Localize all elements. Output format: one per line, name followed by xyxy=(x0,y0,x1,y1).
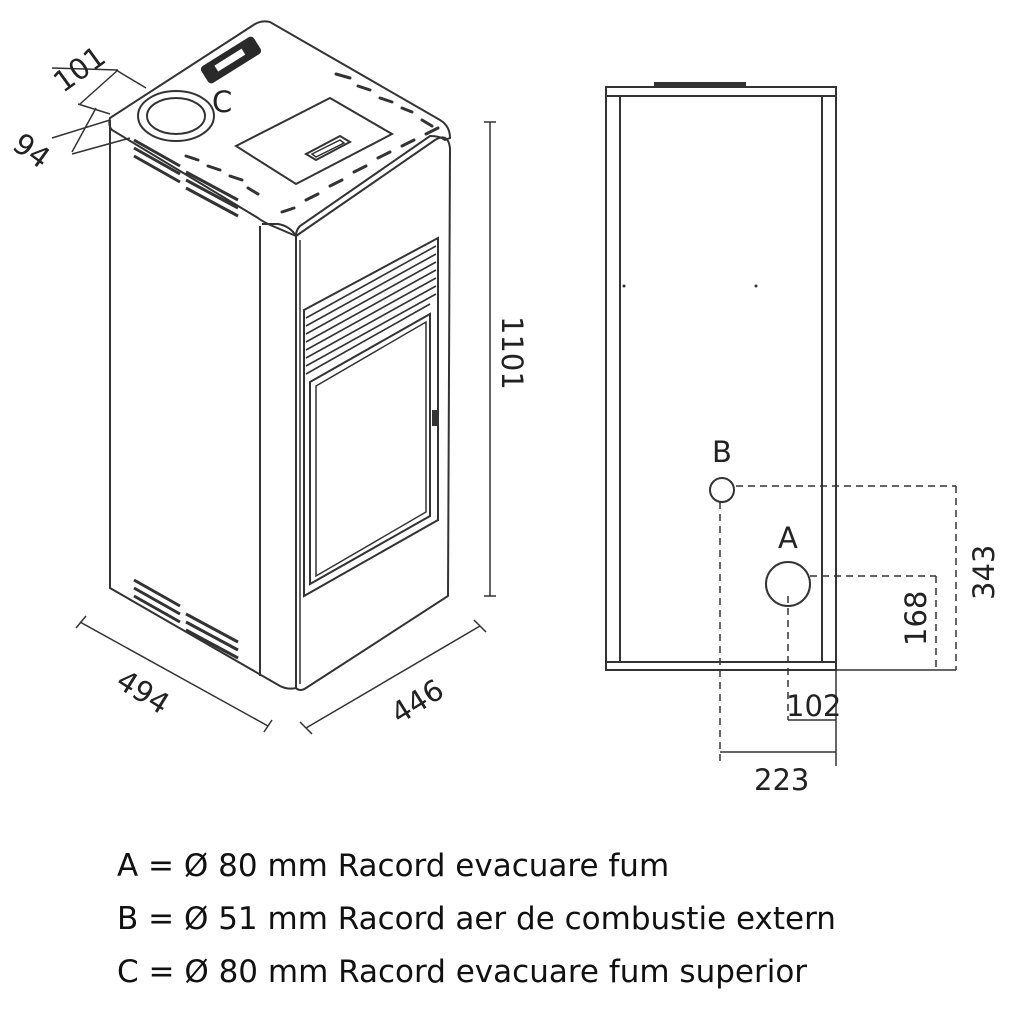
side-grille-top xyxy=(133,138,239,218)
dim-101-label: 101 xyxy=(47,39,112,99)
rear-dot-2 xyxy=(754,284,758,288)
door-louvres xyxy=(305,245,437,375)
rear-top-cap xyxy=(654,82,746,87)
dim-494-label: 494 xyxy=(111,663,176,721)
stove-top-face xyxy=(108,20,452,238)
dim-168-label: 168 xyxy=(899,591,933,646)
stove-left-side xyxy=(109,120,297,690)
outlet-c-inner xyxy=(146,97,206,135)
rear-outline xyxy=(605,86,837,671)
isometric-view: 101 94 C 1101 494 446 xyxy=(7,20,529,735)
hopper-handle-inner xyxy=(310,139,346,158)
dim-height xyxy=(484,121,496,597)
hopper-handle xyxy=(303,134,353,162)
door-frame xyxy=(303,236,439,598)
dim-446-label: 446 xyxy=(385,672,450,730)
outlet-c-outer xyxy=(137,90,215,142)
label-b: B xyxy=(712,435,732,469)
connection-b xyxy=(709,477,735,503)
dim-width xyxy=(299,619,487,735)
rear-dot-1 xyxy=(622,284,626,288)
hopper-lid xyxy=(233,96,395,186)
connection-legend: A = Ø 80 mm Racord evacuare fum B = Ø 51… xyxy=(117,840,836,999)
rear-view: B A 343 168 102 223 xyxy=(605,82,1001,797)
top-vent-dashes xyxy=(184,72,440,214)
control-panel-display xyxy=(214,48,246,72)
side-grille-bottom xyxy=(133,578,239,660)
dim-94-label: 94 xyxy=(7,126,57,175)
dim-102-label: 102 xyxy=(786,689,841,723)
dim-depth xyxy=(75,615,273,733)
dim-1101-label: 1101 xyxy=(495,316,529,390)
label-a: A xyxy=(778,521,798,555)
stove-front-face xyxy=(295,136,452,691)
dim-top-offsets xyxy=(51,67,147,155)
stove-front-pillar xyxy=(259,223,297,676)
rear-dimension-lines xyxy=(719,485,957,766)
door-handle xyxy=(432,410,439,426)
connection-a xyxy=(765,561,811,607)
door-glass xyxy=(309,312,431,586)
label-c: C xyxy=(212,85,232,119)
legend-item-b: B = Ø 51 mm Racord aer de combustie exte… xyxy=(117,901,836,937)
dim-343-label: 343 xyxy=(967,545,1001,600)
legend-item-a: A = Ø 80 mm Racord evacuare fum xyxy=(117,848,670,884)
dim-223-label: 223 xyxy=(754,763,809,797)
legend-item-c: C = Ø 80 mm Racord evacuare fum superior xyxy=(117,954,808,990)
door-glass-inner xyxy=(315,320,427,578)
